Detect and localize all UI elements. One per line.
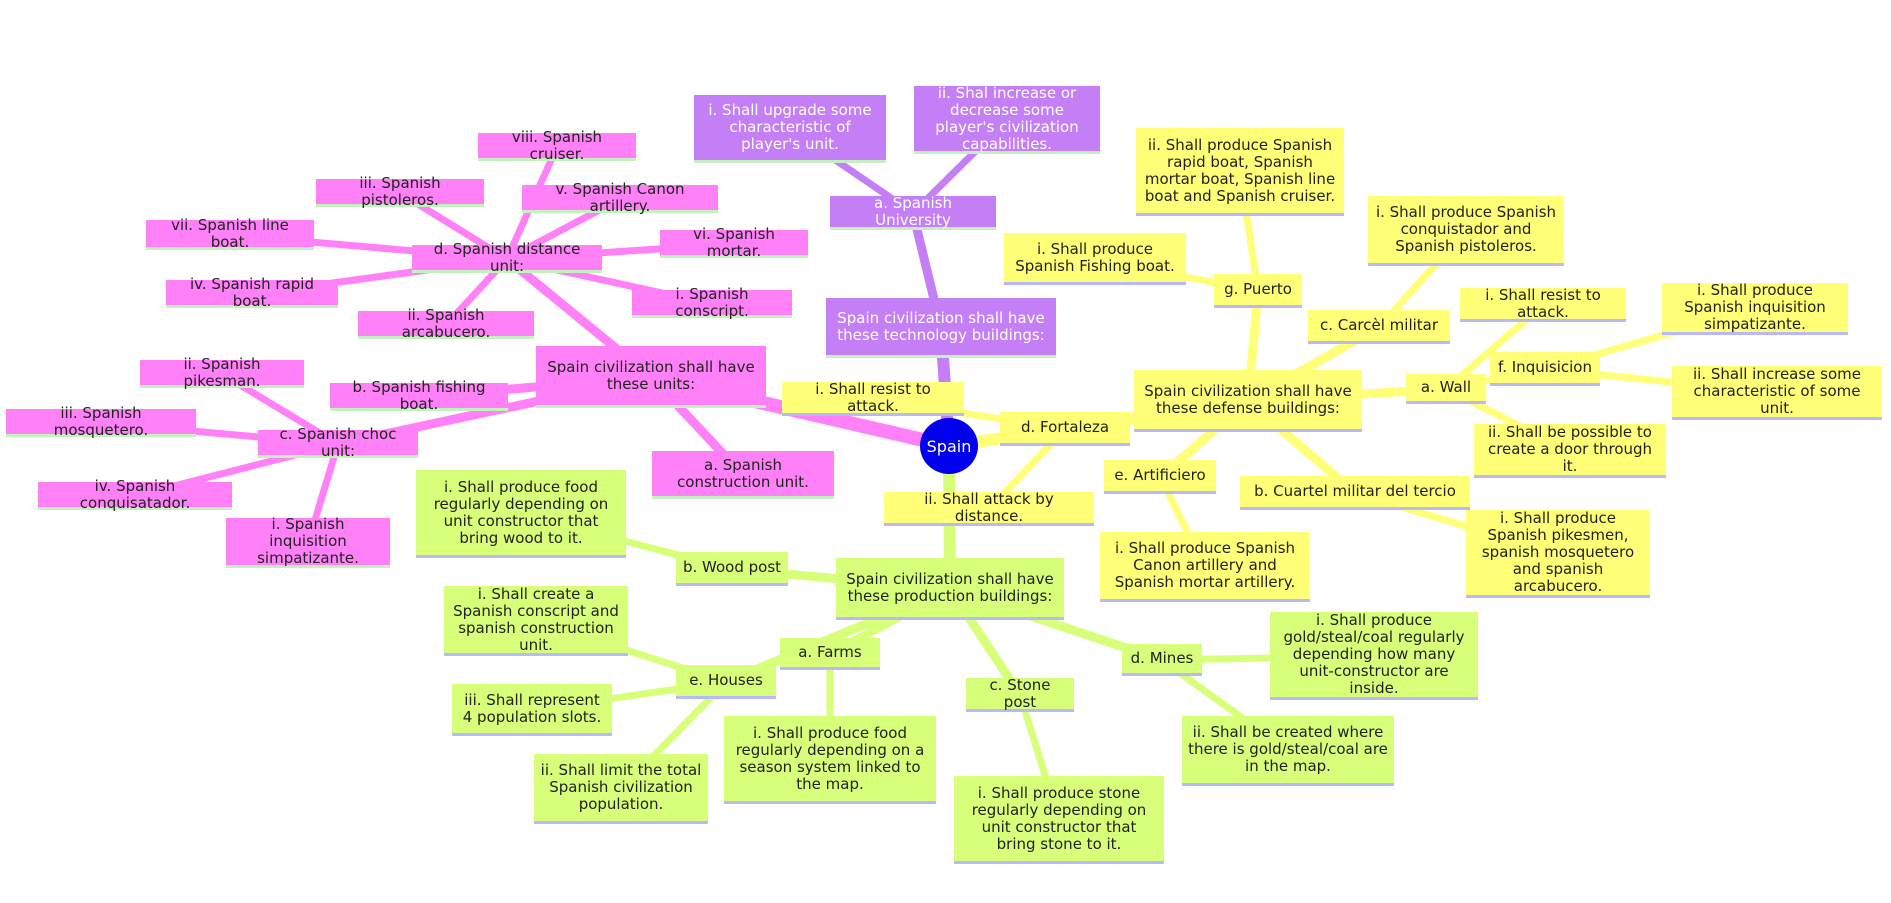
units-distance-item-6[interactable]: vi. Spanish mortar. — [660, 225, 808, 259]
production-mines-item-1[interactable]: i. Shall produce gold/steal/coal regular… — [1270, 612, 1478, 700]
production-title-node[interactable]: Spain civilization shall have these prod… — [836, 558, 1064, 620]
units-distance-item-4[interactable]: iv. Spanish rapid boat. — [166, 275, 338, 309]
defense-artificiero-item-1[interactable]: i. Shall produce Spanish Canon artillery… — [1100, 532, 1310, 602]
units-distance-item-2[interactable]: ii. Spanish arcabucero. — [358, 306, 534, 340]
defense-puerto-node[interactable]: g. Puerto — [1214, 274, 1302, 308]
units-choc-item-2[interactable]: ii. Spanish pikesman. — [140, 355, 304, 389]
units-distance-item-8[interactable]: viii. Spanish cruiser. — [478, 128, 636, 162]
defense-carcel-item-1[interactable]: i. Shall produce Spanish conquistador an… — [1368, 196, 1564, 266]
defense-puerto-item-1[interactable]: i. Shall produce Spanish Fishing boat. — [1004, 233, 1186, 285]
production-houses-item-1[interactable]: i. Shall create a Spanish conscript and … — [444, 585, 628, 656]
production-stone-post-node[interactable]: c. Stone post — [966, 676, 1074, 712]
defense-fortaleza-node[interactable]: d. Fortaleza — [1000, 412, 1130, 446]
production-farms-item-1[interactable]: i. Shall produce food regularly dependin… — [724, 716, 936, 804]
units-distance-item-5[interactable]: v. Spanish Canon artillery. — [522, 180, 718, 214]
root-node-spain[interactable]: Spain — [920, 418, 978, 474]
technology-university-item-2[interactable]: ii. Shal increase or decrease some playe… — [914, 84, 1100, 154]
defense-cuartel-node[interactable]: b. Cuartel militar del tercio — [1240, 476, 1470, 510]
defense-puerto-item-2[interactable]: ii. Shall produce Spanish rapid boat, Sp… — [1136, 128, 1344, 216]
production-mines-item-2[interactable]: ii. Shall be created where there is gold… — [1182, 716, 1394, 786]
defense-inquisicion-item-2[interactable]: ii. Shall increase some characteristic o… — [1672, 366, 1882, 420]
units-distance-item-7[interactable]: vii. Spanish line boat. — [146, 216, 314, 250]
units-distance-item-1[interactable]: i. Spanish conscript. — [632, 285, 792, 319]
defense-fortaleza-item-2[interactable]: ii. Shall attack by distance. — [884, 490, 1094, 526]
units-fishing-boat-node[interactable]: b. Spanish fishing boat. — [330, 378, 508, 412]
defense-wall-node[interactable]: a. Wall — [1406, 374, 1486, 404]
defense-inquisicion-item-1[interactable]: i. Shall produce Spanish inquisition sim… — [1662, 282, 1848, 335]
defense-wall-item-2[interactable]: ii. Shall be possible to create a door t… — [1474, 424, 1666, 478]
units-title-node[interactable]: Spain civilization shall have these unit… — [536, 346, 766, 408]
production-mines-node[interactable]: d. Mines — [1122, 644, 1202, 676]
technology-title-node[interactable]: Spain civilization shall have these tech… — [826, 298, 1056, 358]
units-choc-item-1[interactable]: i. Spanish inquisition simpatizante. — [226, 516, 390, 568]
defense-fortaleza-item-1[interactable]: i. Shall resist to attack. — [782, 380, 964, 416]
units-distance-item-3[interactable]: iii. Spanish pistoleros. — [316, 174, 484, 208]
defense-inquisicion-node[interactable]: f. Inquisicion — [1490, 352, 1600, 386]
production-stone-post-item-1[interactable]: i. Shall produce stone regularly dependi… — [954, 776, 1164, 864]
production-wood-post-item-1[interactable]: i. Shall produce food regularly dependin… — [416, 470, 626, 558]
root-label: Spain — [926, 436, 972, 456]
defense-carcel-node[interactable]: c. Carcèl militar — [1308, 310, 1450, 344]
units-distance-node[interactable]: d. Spanish distance unit: — [412, 240, 602, 274]
production-wood-post-node[interactable]: b. Wood post — [676, 552, 788, 586]
production-houses-item-3[interactable]: iii. Shall represent 4 population slots. — [452, 684, 612, 736]
defense-cuartel-item-1[interactable]: i. Shall produce Spanish pikesmen, spani… — [1466, 510, 1650, 598]
units-choc-item-4[interactable]: iv. Spanish conquisatador. — [38, 477, 232, 511]
units-choc-item-3[interactable]: iii. Spanish mosquetero. — [6, 404, 196, 438]
units-choc-node[interactable]: c. Spanish choc unit: — [258, 425, 418, 459]
defense-artificiero-node[interactable]: e. Artificiero — [1104, 460, 1216, 494]
technology-university-item-1[interactable]: i. Shall upgrade some characteristic of … — [694, 95, 886, 163]
production-houses-item-2[interactable]: ii. Shall limit the total Spanish civili… — [534, 754, 708, 824]
units-construction-node[interactable]: a. Spanish construction unit. — [652, 451, 834, 499]
defense-title-node[interactable]: Spain civilization shall have these defe… — [1134, 370, 1362, 432]
defense-wall-item-1[interactable]: i. Shall resist to attack. — [1460, 286, 1626, 322]
production-farms-node[interactable]: a. Farms — [780, 638, 880, 670]
production-houses-node[interactable]: e. Houses — [676, 665, 776, 699]
technology-university-node[interactable]: a. Spanish University — [830, 194, 996, 230]
